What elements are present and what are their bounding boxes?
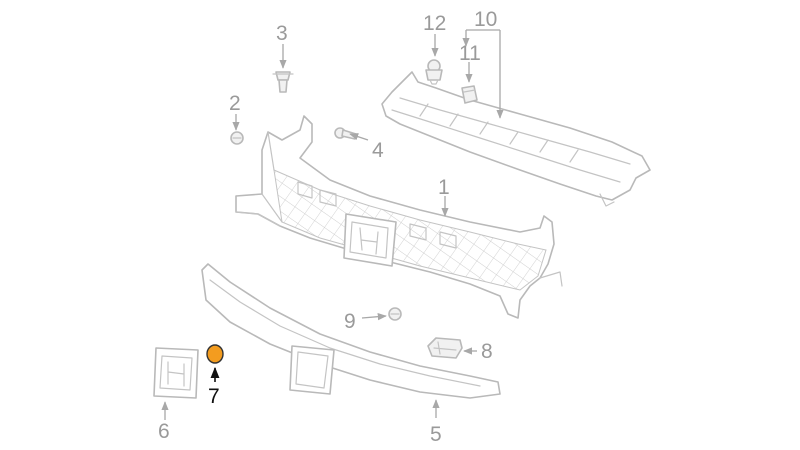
part-3-push-clip[interactable] [272,71,294,93]
callout-11[interactable]: 11 [459,42,481,65]
callout-labels: 1 2 3 4 5 6 7 8 9 10 11 12 [158,8,497,446]
callout-4[interactable]: 4 [372,139,384,162]
part-2-screw[interactable] [230,131,244,145]
part-7-seal-highlighted[interactable] [206,344,224,364]
callout-7[interactable]: 7 [208,385,220,408]
part-5-front-molding[interactable] [201,263,501,399]
callout-12[interactable]: 12 [423,12,446,35]
part-9-screw[interactable] [388,307,402,321]
part-11-clip[interactable] [461,85,478,104]
callout-5[interactable]: 5 [430,423,442,446]
leader-lines [161,29,504,420]
part-1-grille-base[interactable] [235,115,563,319]
part-10-upper-cover[interactable] [381,71,651,207]
callout-6[interactable]: 6 [158,420,170,443]
callout-10[interactable]: 10 [474,8,497,31]
callout-2[interactable]: 2 [229,92,241,115]
callout-3[interactable]: 3 [276,22,288,45]
part-6-emblem[interactable] [153,347,199,399]
part-8-bracket[interactable] [427,337,463,359]
callout-9[interactable]: 9 [344,310,356,333]
part-12-fastener[interactable] [425,59,443,85]
callout-8[interactable]: 8 [481,340,493,363]
callout-1[interactable]: 1 [438,176,450,199]
part-4-screw[interactable] [334,127,357,140]
